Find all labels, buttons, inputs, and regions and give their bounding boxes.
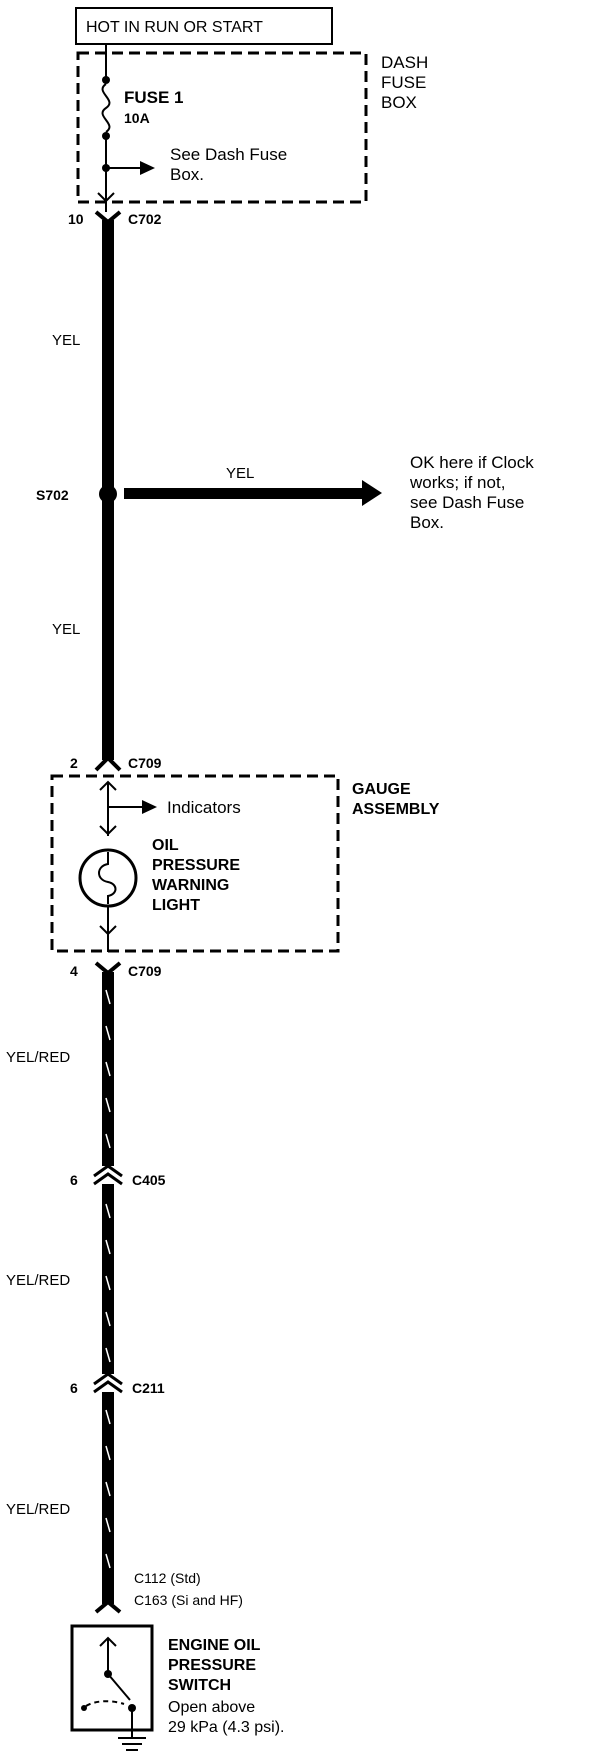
power-source-box: [75, 7, 333, 45]
yel-red-wire-2: [102, 1184, 114, 1374]
c709-bottom-pin: 4: [70, 963, 78, 979]
fuse-top-node: [102, 76, 110, 84]
svg-text:29 kPa (4.3 psi).: 29 kPa (4.3 psi).: [168, 1719, 285, 1736]
ground-icon: [118, 1737, 146, 1751]
fuse-exit-chevron: [97, 192, 115, 203]
c211-connector-symbol: [93, 1372, 123, 1394]
switch-actuator-dashed: [85, 1700, 125, 1707]
svg-text:DASH: DASH: [381, 53, 428, 72]
c405-name: C405: [132, 1172, 166, 1188]
svg-text:GAUGE: GAUGE: [352, 781, 411, 798]
oil-pressure-warning-light-label: OIL PRESSURE WARNING LIGHT: [152, 837, 240, 914]
dash-fuse-box-outline: [76, 51, 368, 204]
gauge-assembly-outline: [50, 774, 340, 953]
fuse-ref-text-2: Box.: [170, 165, 204, 184]
yel-red-label-2: YEL/RED: [6, 1272, 70, 1289]
fuse-ref-text-1: See Dash Fuse: [170, 145, 287, 164]
indicators-branch-arrow: [142, 800, 157, 814]
bulb-filament: [98, 852, 117, 904]
power-source-label: HOT IN RUN OR START: [86, 19, 263, 36]
switch-blade: [107, 1673, 131, 1701]
splice-branch-wire: [124, 488, 364, 499]
svg-text:see Dash Fuse: see Dash Fuse: [410, 493, 524, 512]
bulb-top-chevron: [99, 825, 117, 836]
svg-text:OK here if Clock: OK here if Clock: [410, 453, 534, 472]
splice-name: S702: [36, 487, 69, 503]
c709-top-name: C709: [128, 755, 162, 771]
svg-text:Open above: Open above: [168, 1699, 255, 1716]
oil-pressure-switch-box: [70, 1624, 154, 1732]
fuse-rating: 10A: [124, 110, 150, 126]
c211-pin: 6: [70, 1380, 78, 1396]
svg-text:LIGHT: LIGHT: [152, 897, 200, 914]
c709-bottom-connector-symbol: [94, 961, 122, 976]
svg-text:PRESSURE: PRESSURE: [152, 857, 240, 874]
oil-pressure-switch-spec: Open above 29 kPa (4.3 psi).: [168, 1699, 285, 1736]
gauge-assembly-title: GAUGE ASSEMBLY: [352, 781, 440, 818]
svg-text:FUSE: FUSE: [381, 73, 426, 92]
c702-name: C702: [128, 211, 162, 227]
svg-text:SWITCH: SWITCH: [168, 1677, 231, 1694]
splice-s702: [99, 485, 117, 503]
indicators-label: Indicators: [167, 798, 241, 817]
switch-actuator-dot: [81, 1705, 87, 1711]
fuse-branch-arrow: [140, 161, 155, 175]
fuse-symbol: [101, 83, 111, 133]
splice-branch-wire-label: YEL: [226, 465, 254, 482]
c211-name: C211: [132, 1380, 165, 1396]
yel-red-label-1: YEL/RED: [6, 1049, 70, 1066]
splice-branch-arrow: [362, 480, 382, 506]
c405-connector-symbol: [93, 1164, 123, 1186]
svg-text:Box.: Box.: [410, 513, 444, 532]
c163-name: C163 (Si and HF): [134, 1592, 243, 1608]
yel-wire-label-1: YEL: [52, 332, 80, 349]
svg-text:ASSEMBLY: ASSEMBLY: [352, 801, 440, 818]
fuse-name: FUSE 1: [124, 88, 184, 107]
yel-red-tracer-stripes: [105, 989, 111, 1569]
svg-text:WARNING: WARNING: [152, 877, 229, 894]
dash-fuse-box-title: DASH FUSE BOX: [381, 53, 428, 112]
svg-text:BOX: BOX: [381, 93, 417, 112]
yel-wire-label-2: YEL: [52, 621, 80, 638]
yel-red-label-3: YEL/RED: [6, 1501, 70, 1518]
c709-bottom-name: C709: [128, 963, 162, 979]
svg-text:OIL: OIL: [152, 837, 179, 854]
c112-name: C112 (Std): [134, 1570, 201, 1586]
svg-text:PRESSURE: PRESSURE: [168, 1657, 256, 1674]
splice-note: OK here if Clock works; if not, see Dash…: [409, 453, 534, 532]
oil-pressure-switch-title: ENGINE OIL PRESSURE SWITCH: [168, 1637, 261, 1694]
c405-pin: 6: [70, 1172, 78, 1188]
c709-top-pin: 2: [70, 755, 78, 771]
c709-top-connector-symbol: [94, 755, 122, 772]
svg-text:ENGINE OIL: ENGINE OIL: [168, 1637, 261, 1654]
c163-connector-symbol: [94, 1599, 122, 1614]
svg-text:works; if not,: works; if not,: [409, 473, 505, 492]
yel-red-wire-3: [102, 1392, 114, 1604]
c702-pin: 10: [68, 211, 84, 227]
